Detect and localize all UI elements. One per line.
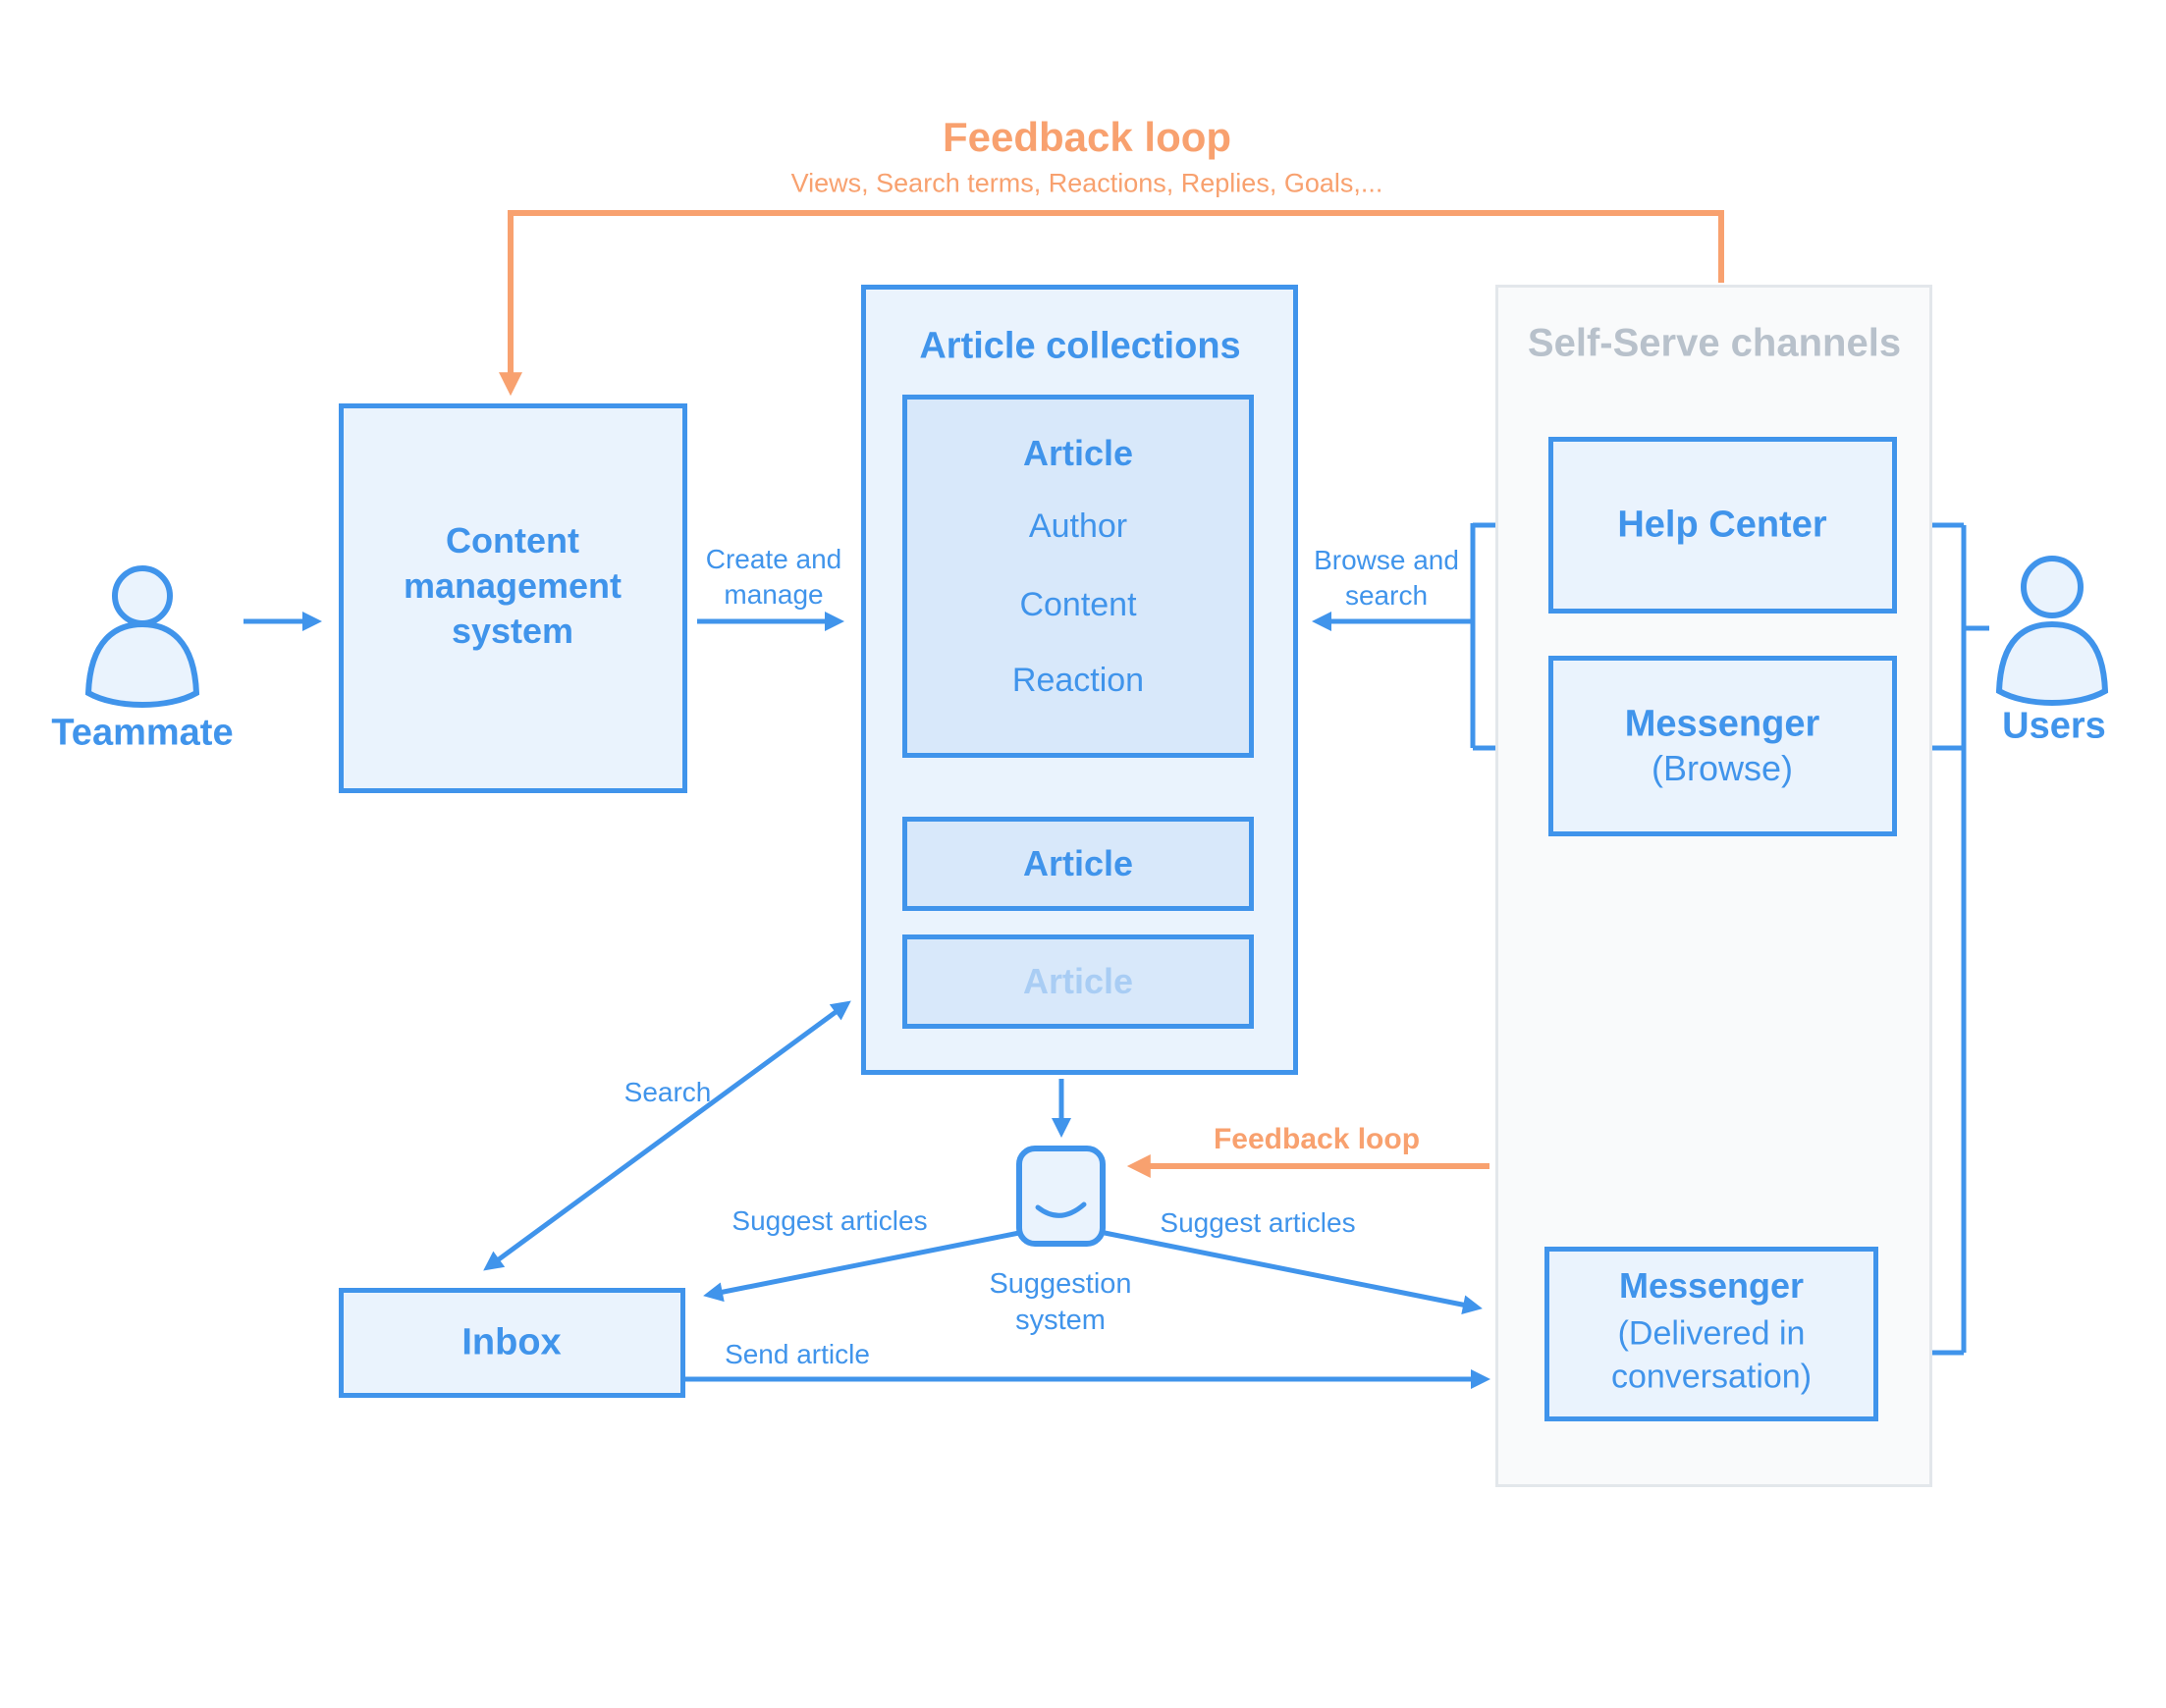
messenger-delivered-title: Messenger [1618, 1264, 1805, 1306]
suggestion-system-icon [1016, 1146, 1106, 1247]
cms-label: Content management system [403, 519, 623, 652]
send-article-label: Send article [725, 1339, 870, 1370]
inbox-label: Inbox [461, 1321, 562, 1363]
suggest-articles-left-label: Suggest articles [731, 1205, 928, 1237]
feedback-loop-title: Feedback loop [942, 114, 1232, 161]
article-field-content: Content [1019, 586, 1137, 624]
messenger-browse-box [1548, 656, 1897, 836]
article-detail-box [902, 395, 1254, 758]
self-serve-title: Self-Serve channels [1527, 321, 1902, 365]
users-icon [1995, 556, 2109, 706]
suggest-articles-left-arrow [703, 1230, 1020, 1303]
users-label: Users [2002, 705, 2106, 747]
create-manage-label: Create and manage [705, 544, 842, 610]
article-2-box [902, 817, 1254, 911]
inbox-box [339, 1288, 685, 1398]
suggest-articles-right-label: Suggest articles [1160, 1207, 1356, 1239]
teammate-label: Teammate [51, 712, 234, 754]
article-field-reaction: Reaction [1011, 662, 1145, 700]
article-3-label: Article [1022, 960, 1134, 1001]
suggest-articles-right-arrow [1104, 1230, 1483, 1315]
article-detail-title: Article [1022, 432, 1134, 473]
messenger-delivered-subtitle: (Delivered in conversation) [1610, 1314, 1813, 1395]
feedback-loop-small-label: Feedback loop [1213, 1122, 1421, 1155]
smile-icon [1035, 1201, 1087, 1218]
messenger-browse-title: Messenger [1624, 703, 1820, 745]
feedback-loop-subtitle: Views, Search terms, Reactions, Replies,… [790, 168, 1383, 198]
suggestion-system-label: Suggestion system [989, 1267, 1132, 1336]
article-field-author: Author [1028, 507, 1128, 546]
help-center-label: Help Center [1617, 504, 1827, 546]
article-3-box [902, 934, 1254, 1029]
search-label: Search [623, 1077, 712, 1108]
teammate-icon [84, 565, 200, 708]
messenger-browse-subtitle: (Browse) [1651, 747, 1794, 788]
help-center-box [1548, 437, 1897, 614]
article-2-label: Article [1022, 842, 1134, 883]
article-collections-title: Article collections [919, 325, 1241, 367]
cms-box [339, 403, 687, 793]
messenger-delivered-box [1544, 1247, 1878, 1421]
browse-search-label: Browse and search [1314, 545, 1459, 611]
